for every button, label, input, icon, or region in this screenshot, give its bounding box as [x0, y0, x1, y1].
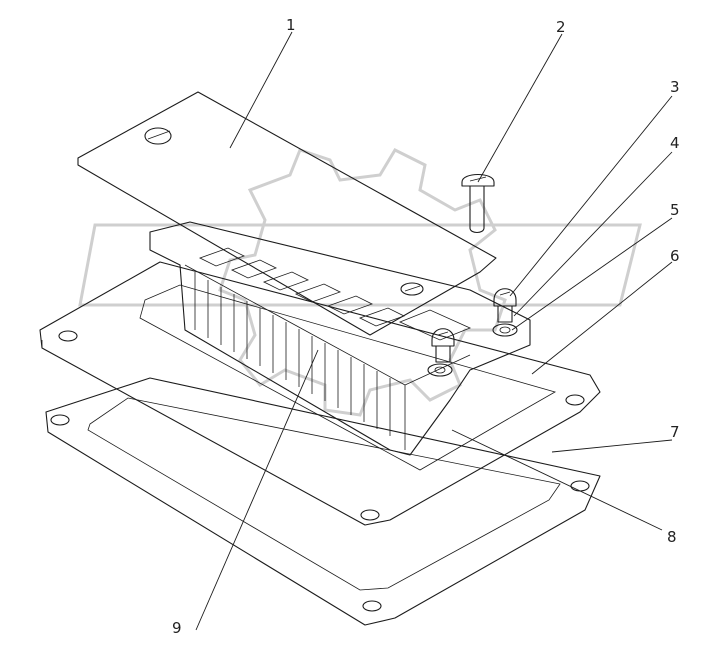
gasket-hole: [362, 600, 382, 612]
leader-1: [229, 31, 293, 149]
flange-hole: [565, 394, 585, 406]
terminal-block-part-9: [149, 221, 531, 456]
leader-7: [551, 439, 673, 453]
terminal-screws: [431, 288, 517, 363]
callout-1: 1: [286, 16, 296, 34]
callout-6: 6: [670, 247, 680, 265]
callout-5: 5: [670, 201, 680, 219]
cover-hole: [400, 282, 424, 296]
callout-9: 9: [172, 619, 182, 637]
gasket-hole: [50, 414, 70, 426]
flange-hole: [360, 509, 380, 521]
callout-4: 4: [670, 134, 680, 152]
leader-8: [451, 429, 663, 531]
terminal-washer: [427, 363, 453, 377]
leader-9: [195, 349, 319, 631]
leader-5: [511, 217, 673, 331]
callout-8: 8: [667, 528, 677, 546]
leader-6: [531, 261, 673, 375]
cover-plate-part-1: [77, 91, 497, 336]
gasket-hole: [570, 480, 590, 492]
leader-2: [477, 33, 563, 183]
callout-2: 2: [556, 18, 566, 36]
flange-hole: [58, 330, 78, 342]
callout-labels: 1 2 3 4 5 6 7 8 9: [172, 16, 680, 637]
terminal-screw-head: [431, 328, 455, 347]
callout-7: 7: [670, 423, 680, 441]
terminal-washer: [492, 323, 518, 337]
leader-4: [513, 151, 673, 317]
flange-part-6: [39, 261, 601, 526]
cover-screw-head: [144, 127, 172, 145]
leader-3: [509, 95, 673, 297]
terminal-screw-head: [493, 288, 517, 307]
leader-lines: [195, 31, 673, 631]
terminal-slots: [194, 247, 472, 436]
callout-3: 3: [670, 78, 680, 96]
screw-part-2: [461, 173, 495, 234]
watermark-logo: [78, 148, 642, 417]
